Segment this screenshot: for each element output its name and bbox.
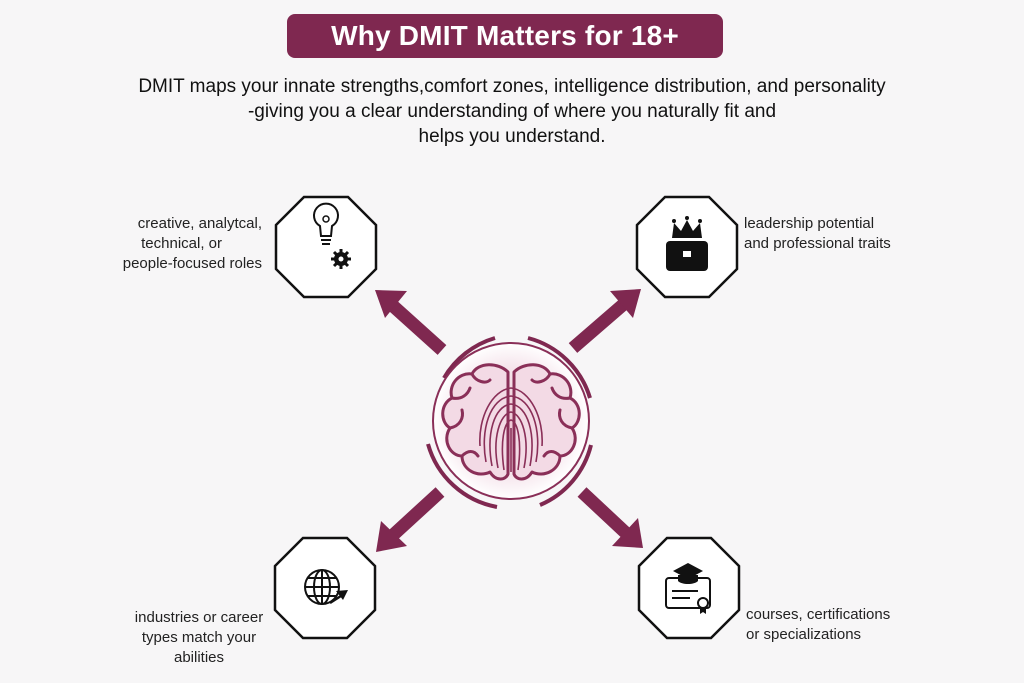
crown-briefcase-icon [666,216,708,271]
label-line: leadership potential [744,215,875,232]
intro-paragraph: DMIT maps your innate strengths,comfort … [60,74,964,149]
label-top-left: creative, analytcal, technical, or peopl… [110,214,262,274]
ring-arc [527,336,592,399]
arrow-bottom-left [376,487,445,552]
label-line: industries or career [134,609,264,626]
label-line: people-focused roles [122,255,262,272]
ring-arc [442,336,496,380]
arrow-top-right [568,289,641,353]
octagon [274,195,378,299]
title-banner: Why DMIT Matters for 18+ [287,14,723,58]
brain-fingerprint-icon [441,363,581,481]
arrow-bottom-right [577,487,643,548]
label-line: or specializations [746,626,862,643]
center-brain [426,336,593,509]
label-line: abilities [173,649,225,666]
label-bottom-right: courses, certifications or specializatio… [746,605,890,645]
graduation-certificate-icon [665,563,711,614]
label-line: technical, or [141,235,222,252]
intro-line: DMIT maps your innate strengths,comfort … [138,76,886,97]
label-line: creative, analytcal, [137,215,262,232]
label-line: and professional traits [744,235,891,252]
label-top-right: leadership potential and professional tr… [744,214,891,254]
node-bottom-right [637,536,741,640]
ring-arc [426,443,498,509]
intro-line: -giving you a clear understanding of whe… [247,101,777,122]
label-line: courses, certifications [746,606,891,623]
label-bottom-left: industries or career types match your ab… [124,608,274,668]
node-top-left [274,195,378,299]
globe-arrow-icon [304,569,348,605]
arrow-top-left [375,290,447,355]
fingerprint-icon [479,387,543,472]
octagon [637,536,741,640]
label-line: types match your [141,629,257,646]
intro-line: helps you understand. [418,126,606,147]
page-title: Why DMIT Matters for 18+ [331,20,679,51]
node-top-right [635,195,739,299]
node-bottom-left [273,536,377,640]
ring-arc [539,444,593,507]
lightbulb-gear-icon [313,202,351,269]
